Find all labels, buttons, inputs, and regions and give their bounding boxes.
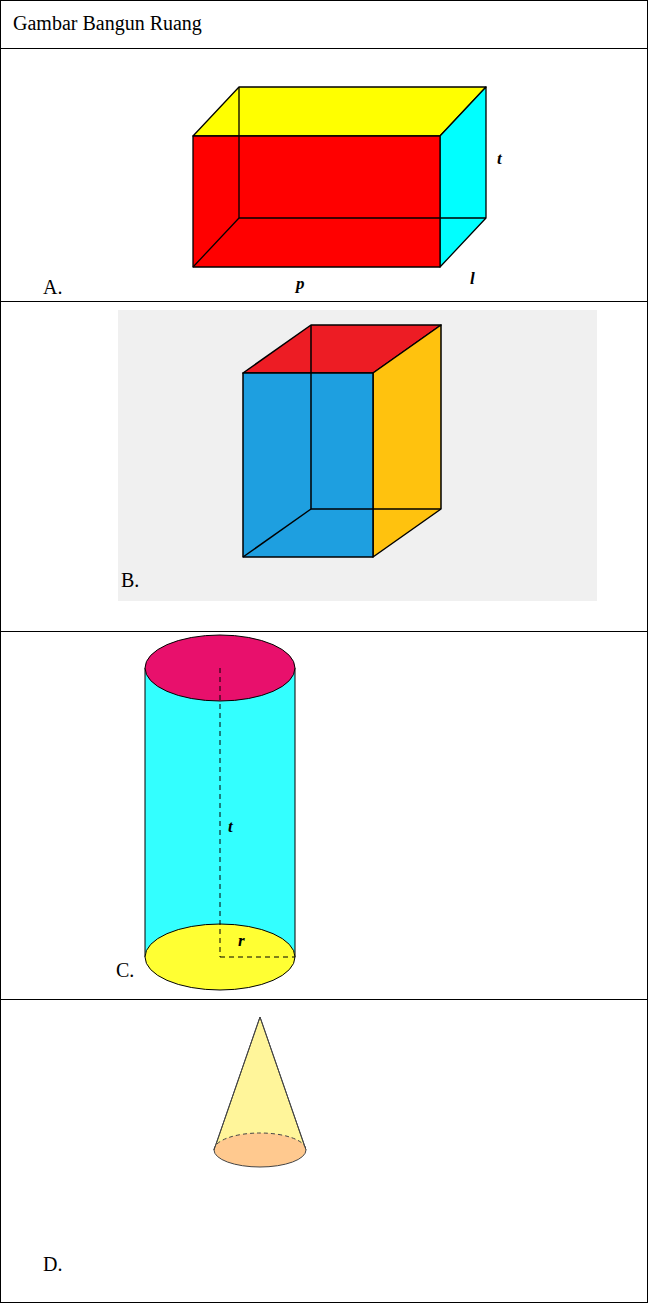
row-letter: C.: [116, 958, 134, 982]
cone: [214, 1017, 306, 1167]
header-text: Gambar Bangun Ruang: [13, 11, 202, 35]
dimension-label: r: [238, 932, 245, 951]
cuboid: [193, 87, 486, 267]
row-letter: D.: [43, 1252, 62, 1276]
dimension-label: t: [228, 818, 233, 837]
image-background: [118, 310, 597, 601]
table-cell: A.: [0, 48, 648, 302]
table-cell: C.: [0, 631, 648, 1000]
header-cell: Gambar Bangun Ruang: [0, 0, 648, 49]
cube: [243, 325, 441, 557]
row-letter: A.: [43, 275, 62, 299]
table-cell: D.: [0, 999, 648, 1303]
dimension-label: p: [296, 275, 305, 294]
dimension-label: l: [470, 270, 475, 289]
row-letter: B.: [121, 568, 139, 592]
dimension-label: t: [497, 150, 502, 169]
cylinder: [145, 635, 295, 990]
table-cell: B.: [0, 301, 648, 632]
